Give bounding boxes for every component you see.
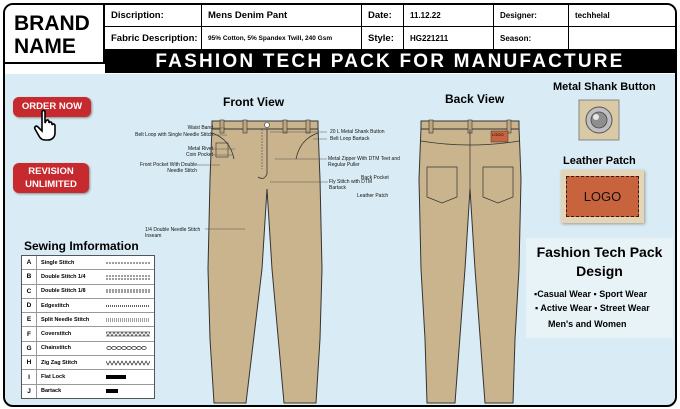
callout-belt-loop-bartack: Belt Loop Bartack: [330, 136, 370, 142]
callout-back-pocket: Back Pocket: [361, 175, 389, 181]
fabric-label: Fabric Description:: [105, 27, 202, 50]
callout-belt-loop: Belt Loop with Single Needle Stitch: [135, 132, 213, 138]
front-view-pant-drawing: [207, 119, 323, 404]
double-stitch-sample: [106, 275, 150, 280]
style-label: Style:: [362, 27, 404, 50]
coverstitch-sample: [106, 331, 150, 337]
tech-pack-frame: BRAND NAME Discription: Mens Denim Pant …: [3, 3, 677, 407]
hand-pointer-icon: [33, 109, 56, 141]
discription-value: Mens Denim Pant: [202, 5, 362, 27]
season-label: Season:: [494, 27, 569, 50]
callout-leader-lines: [197, 127, 328, 230]
designer-label: Designer:: [494, 5, 569, 27]
chainstitch-sample: [106, 346, 147, 351]
fabric-value: 95% Cotton, 5% Spandex Twill, 240 Gsm: [202, 27, 362, 50]
tech-pack-promo-title: Fashion Tech Pack Design: [536, 244, 663, 279]
date-label: Date:: [362, 5, 404, 27]
metal-shank-button-image: [578, 99, 620, 141]
back-view-title: Back View: [445, 92, 505, 106]
back-patch-small-logo: LOGO: [492, 132, 504, 137]
metal-shank-button-title: Metal Shank Button: [553, 81, 656, 93]
brand-name: BRAND NAME: [5, 5, 105, 64]
callout-metal-rivet: Metal Rivet: [187, 146, 213, 152]
callout-fly-stitch: Fly Stitch with DTM Bartack: [329, 179, 373, 191]
edgestitch-sample: [106, 304, 150, 307]
callout-coin-pocket: Coin Pocket: [186, 152, 213, 158]
back-view-pant-drawing: [418, 119, 522, 404]
order-now-button[interactable]: ORDER NOW: [13, 97, 91, 117]
flat-lock-sample: [106, 375, 126, 380]
promo-line-3: Men's and Women: [548, 319, 627, 329]
leather-patch-logo: LOGO: [566, 176, 639, 217]
zig-zag-stitch-sample: [106, 360, 150, 366]
leather-patch-image: LOGO: [561, 170, 644, 223]
split-needle-stitch-sample: [106, 318, 150, 322]
double-stitch-sample: [106, 289, 150, 293]
revision-unlimited-button[interactable]: REVISION UNLIMITED: [13, 163, 89, 193]
promo-line-2: ▪ Active Wear ▪ Street Wear: [535, 303, 650, 313]
tech-pack-promo-box: Fashion Tech Pack Design ▪Casual Wear ▪ …: [526, 238, 673, 338]
front-view-title: Front View: [223, 95, 285, 109]
header: BRAND NAME Discription: Mens Denim Pant …: [5, 5, 675, 74]
callout-inseam: 1/4 Double Needle Stitch Inseam: [145, 227, 201, 239]
callout-leather-patch: Leather Patch: [357, 193, 389, 199]
single-stitch-sample: [106, 262, 150, 264]
style-value: HG221211: [404, 27, 494, 50]
date-value: 11.12.22: [404, 5, 494, 27]
discription-label: Discription:: [105, 5, 202, 27]
promo-line-1: ▪Casual Wear ▪ Sport Wear: [534, 289, 648, 299]
leather-patch-title: Leather Patch: [563, 155, 636, 167]
bartack-sample: [106, 389, 118, 394]
callout-waist-band: Waist Band: [187, 125, 213, 131]
season-value: [569, 27, 675, 50]
callout-front-pocket: Front Pocket With Double Needle Stitch: [140, 162, 197, 174]
callout-shank-button: 20 L Metal Shank Button: [330, 129, 385, 135]
designer-value: techhelal: [569, 5, 675, 27]
sewing-info-title: Sewing Imformation: [24, 239, 139, 253]
banner-title: FASHION TECH PACK FOR MANUFACTURE: [105, 50, 675, 73]
callout-metal-zipper: Metal Zipper With DTM Teet and Regular P…: [328, 156, 400, 168]
